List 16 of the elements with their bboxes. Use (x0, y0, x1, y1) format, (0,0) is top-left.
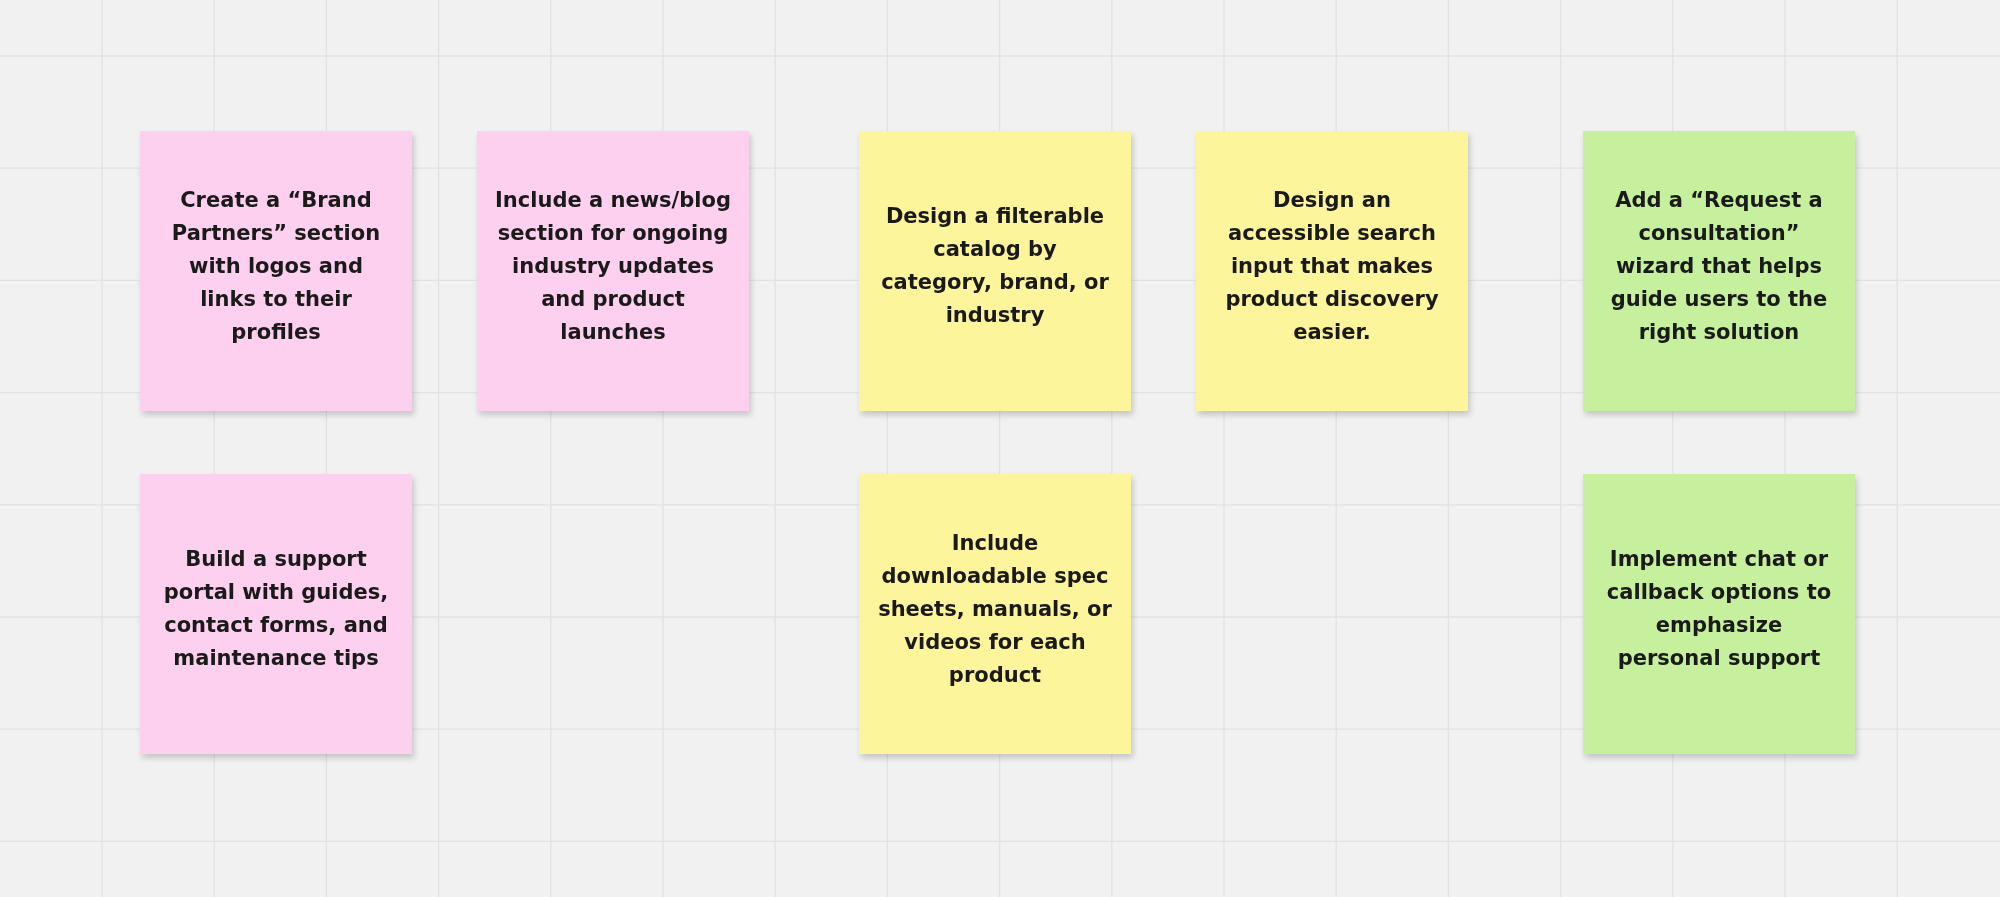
note-text: Add a “Request a consultation” wizard that helps guide users to the right solution (1609, 186, 1829, 346)
note-text: Include a news/blog section for ongoing industry updates and product launches (495, 186, 731, 346)
sticky-note (140, 474, 412, 754)
note-text: Build a support portal with guides, contact forms, and maintenance tips (162, 546, 390, 672)
note-text: Create a “Brand Partners” section with logos and links to their profiles (170, 186, 382, 346)
note-text: Implement chat or callback options to emphasize personal support (1605, 546, 1833, 672)
sticky-note (859, 131, 1131, 411)
sticky-note (859, 474, 1131, 754)
note-text: Design an accessible search input that makes product discovery easier. (1224, 186, 1440, 346)
note-text: Design a filterable catalog by category, brand, or industry (880, 203, 1110, 329)
sticky-note (1583, 474, 1855, 754)
sticky-note (1196, 131, 1468, 411)
sticky-note (1583, 131, 1855, 411)
sticky-note (140, 131, 412, 411)
note-text: Include downloadable spec sheets, manuals, or videos for each product (877, 529, 1113, 689)
sticky-note (477, 131, 749, 411)
